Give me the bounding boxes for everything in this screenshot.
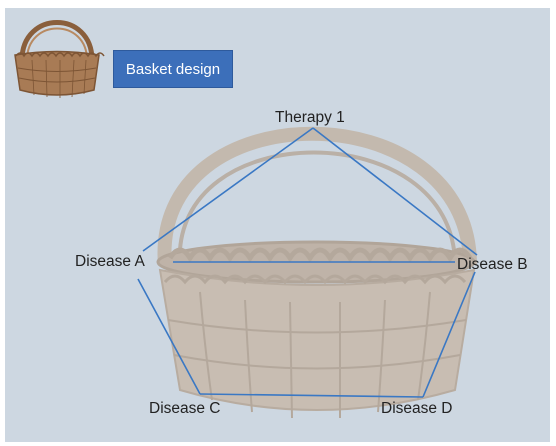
node-disease-c: Disease C <box>149 400 221 418</box>
node-disease-b: Disease B <box>457 256 528 274</box>
node-disease-d: Disease D <box>381 400 453 418</box>
node-therapy-1: Therapy 1 <box>275 109 345 127</box>
basket-icon <box>15 23 104 99</box>
node-disease-a: Disease A <box>75 253 145 271</box>
basket-illustration <box>158 134 474 418</box>
diagram-title: Basket design <box>113 50 233 88</box>
